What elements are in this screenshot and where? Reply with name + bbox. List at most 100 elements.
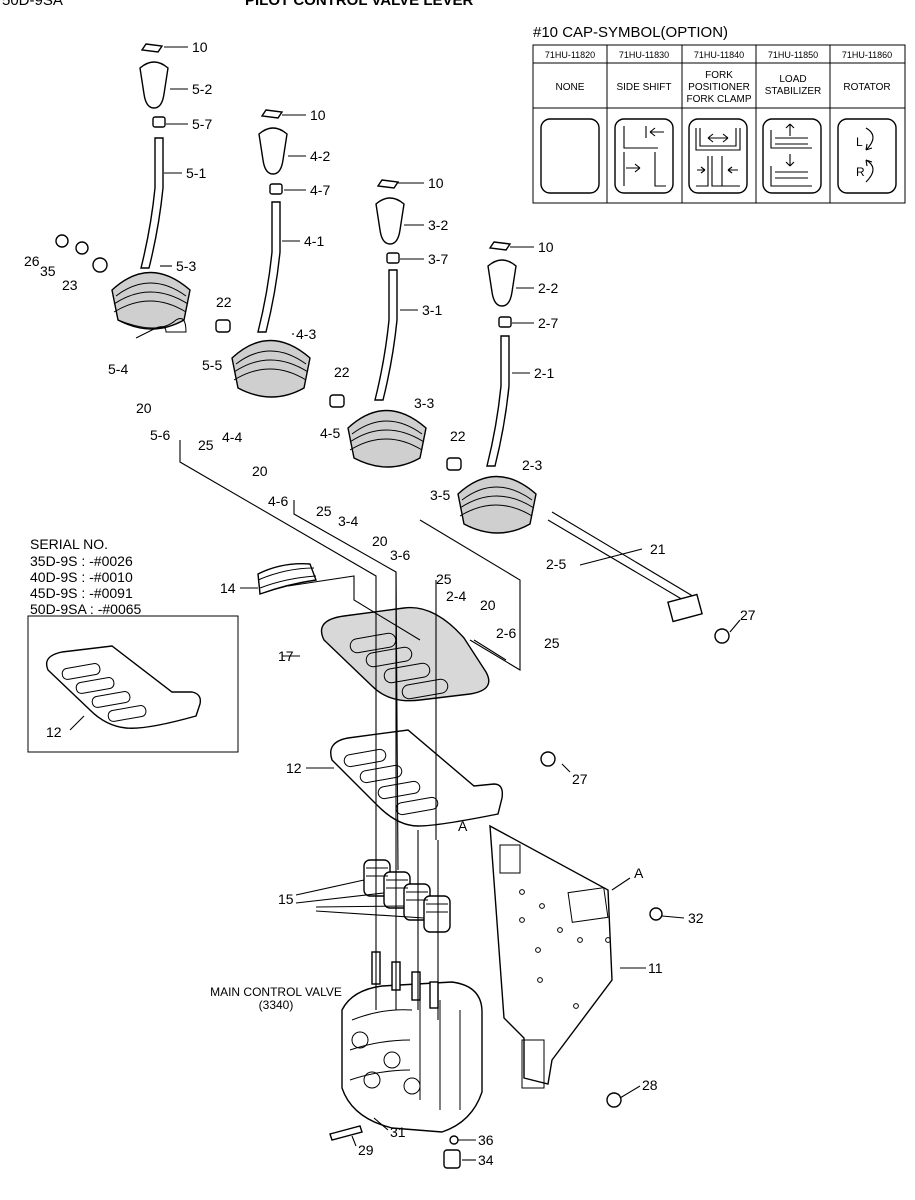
leader-lines [160,46,741,1161]
lever-assembly-2 [457,241,537,534]
main-valve-label-line2: (3340) [259,998,294,1012]
callout-32: 32 [688,910,704,926]
callout-10: 10 [428,175,444,191]
callout-21: 21 [650,541,666,557]
callout-5-7: 5-7 [192,116,212,132]
callout-4-6: 4-6 [268,493,288,509]
cap-code-3: 71HU-11840 [694,50,744,60]
serial-line-3: 45D-9S : -#0091 [30,585,133,601]
plate-11 [489,824,613,1085]
callout-2-6: 2-6 [496,625,516,641]
callout-2-2: 2-2 [538,280,558,296]
lever-assembly-4 [231,109,311,398]
valve-boots-15 [363,859,451,933]
callout-20: 20 [372,533,388,549]
shaft-21 [547,511,703,623]
callout-4-7: 4-7 [310,182,330,198]
rotator-right-symbol: R [856,165,865,179]
cap-name-rotator: ROTATOR [843,82,890,93]
callout-2-3: 2-3 [522,457,542,473]
callout-A: A [458,818,468,834]
callout-4-4: 4-4 [222,429,242,445]
fork-positioner-icon [688,118,748,194]
side-shift-icon [614,118,674,194]
callout-3-7: 3-7 [428,251,448,267]
serial-note: SERIAL NO. 35D-9S : -#0026 40D-9S : -#00… [30,536,142,617]
callout-4-3: 4-3 [296,326,316,342]
rotator-icon: L R [837,118,897,194]
callout-27: 27 [572,771,588,787]
serial-note-title: SERIAL NO. [30,536,108,552]
callout-27: 27 [740,607,756,623]
callout-2-4: 2-4 [446,588,466,604]
callout-25: 25 [436,571,452,587]
callout-25: 25 [316,503,332,519]
callout-3-3: 3-3 [414,395,434,411]
callout-3-4: 3-4 [338,513,358,529]
callout-31: 31 [390,1124,406,1140]
callout-22: 22 [450,428,466,444]
callout-15: 15 [278,891,294,907]
cap-code-2: 71HU-11830 [619,50,669,60]
callout-5-4: 5-4 [108,361,128,377]
serial-line-1: 35D-9S : -#0026 [30,553,133,569]
callout-10: 10 [310,107,326,123]
callout-20: 20 [252,463,268,479]
main-valve-label-line1: MAIN CONTROL VALVE [210,985,342,999]
blank-cap-icon [540,118,600,194]
cap-code-5: 71HU-11860 [842,50,892,60]
bracket-12 [330,729,504,827]
serial-line-4: 50D-9SA : -#0065 [30,601,142,617]
callout-20: 20 [480,597,496,613]
callout-2-5: 2-5 [546,556,566,572]
callout-22: 22 [334,364,350,380]
callout-20: 20 [136,400,152,416]
callout-labels: 10 5-2 5-7 5-1 5-3 26 35 23 10 4-2 4-7 4… [24,39,756,1168]
page-title: PILOT CONTROL VALVE LEVER [245,0,474,9]
lever-assembly-3 [347,179,427,468]
cap-table-title: #10 CAP-SYMBOL(OPTION) [533,24,728,41]
callout-11: 11 [648,960,663,976]
callout-3-1: 3-1 [422,302,442,318]
serial-line-2: 40D-9S : -#0010 [30,569,133,585]
callout-26: 26 [24,253,40,269]
callout-5-6: 5-6 [150,427,170,443]
cap-name-fork-line3: FORK CLAMP [686,94,751,105]
callout-14: 14 [220,580,236,596]
hardware-items [55,234,730,1169]
serial-inset-box [27,615,239,753]
cap-name-fork-line2: POSITIONER [688,82,750,93]
cap-name-side-shift: SIDE SHIFT [616,82,671,93]
callout-4-2: 4-2 [310,148,330,164]
cap-name-none: NONE [556,82,585,93]
callout-28: 28 [642,1077,658,1093]
callout-3-6: 3-6 [390,547,410,563]
callout-2-7: 2-7 [538,315,558,331]
main-control-valve [341,951,483,1133]
callout-3-2: 3-2 [428,217,448,233]
callout-12: 12 [46,724,62,740]
cap-name-load-line1: LOAD [779,74,806,85]
callout-34: 34 [478,1152,494,1168]
callout-5-1: 5-1 [186,165,206,181]
cover-17 [320,606,490,702]
cap-code-1: 71HU-11820 [545,50,595,60]
callout-35: 35 [40,263,56,279]
callout-A: A [634,865,644,881]
model-label: 50D-9SA [2,0,63,9]
cap-name-fork-line1: FORK [705,70,733,81]
callout-5-3: 5-3 [176,258,196,274]
callout-2-1: 2-1 [534,365,554,381]
callout-5-5: 5-5 [202,357,222,373]
callout-5-2: 5-2 [192,81,212,97]
cap-code-4: 71HU-11850 [768,50,818,60]
cap-name-load-line2: STABILIZER [765,86,822,97]
lever-assembly-5 [111,43,191,339]
callout-10: 10 [538,239,554,255]
callout-17: 17 [278,648,294,664]
cap-symbol-table: #10 CAP-SYMBOL(OPTION) 71HU-11820 71HU-1… [532,24,906,204]
callout-22: 22 [216,294,232,310]
callout-36: 36 [478,1132,494,1148]
boot-14 [257,563,317,595]
